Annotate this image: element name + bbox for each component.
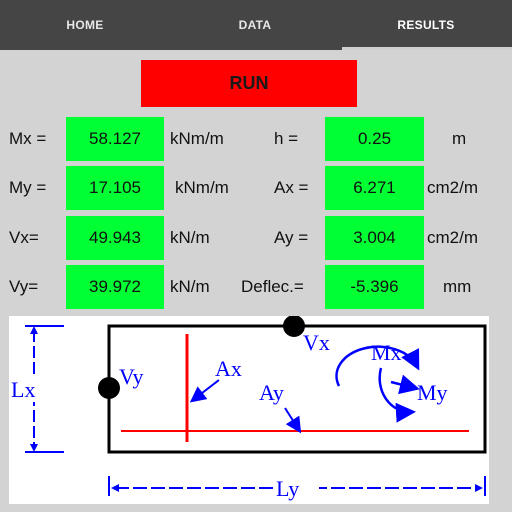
tab-bar: HOME DATA RESULTS: [0, 0, 512, 50]
ay-unit: cm2/m: [427, 228, 478, 247]
ly-label: Ly: [276, 476, 299, 501]
vy-label: Vy=: [9, 277, 39, 296]
h-label: h =: [274, 129, 299, 148]
my-value: 17.105: [66, 166, 164, 210]
tab-home[interactable]: HOME: [66, 18, 104, 32]
ay-symbol: Ay: [259, 380, 284, 405]
support-vx-dot: [283, 316, 305, 337]
mx-label: Mx =: [9, 129, 47, 148]
lx-dimension: Lx: [11, 325, 64, 453]
vx-value: 49.943: [66, 216, 164, 260]
mx-moment-arrow: [335, 345, 420, 387]
h-unit: m: [452, 129, 467, 148]
mx-unit: kNm/m: [170, 129, 224, 148]
tab-data[interactable]: DATA: [238, 18, 272, 32]
ay-value: 3.004: [325, 216, 424, 260]
lx-label: Lx: [11, 377, 35, 402]
slab-diagram-svg: Lx Vx Vy Ax Ay Mx My: [11, 316, 487, 502]
slab-diagram: Lx Vx Vy Ax Ay Mx My: [9, 316, 489, 504]
ax-value: 6.271: [325, 166, 424, 210]
ax-symbol: Ax: [215, 356, 242, 381]
ay-arrow: [284, 407, 302, 434]
vy-unit: kN/m: [170, 277, 210, 296]
vx-symbol: Vx: [303, 330, 330, 355]
vy-symbol: Vy: [119, 364, 143, 389]
h-value: 0.25: [325, 117, 424, 161]
deflection-value: -5.396: [325, 265, 424, 309]
deflection-label: Deflec.=: [241, 277, 304, 296]
active-tab-indicator: [342, 47, 512, 50]
vx-unit: kN/m: [170, 228, 210, 247]
my-unit: kNm/m: [175, 178, 229, 197]
mx-symbol: Mx: [371, 340, 402, 365]
ly-dimension: Ly: [108, 476, 486, 502]
my-moment-arrow: [378, 367, 416, 423]
tab-results[interactable]: RESULTS: [397, 18, 455, 32]
deflection-unit: mm: [443, 277, 472, 296]
ay-label: Ay =: [274, 228, 309, 247]
ax-label: Ax =: [274, 178, 309, 197]
run-button[interactable]: RUN: [141, 60, 357, 107]
my-direction-arrow: [390, 374, 420, 395]
mx-value: 58.127: [66, 117, 164, 161]
ax-unit: cm2/m: [427, 178, 478, 197]
my-label: My =: [9, 178, 47, 197]
vx-label: Vx=: [9, 228, 39, 247]
my-symbol: My: [417, 380, 448, 405]
support-vy-dot: [98, 377, 120, 399]
ax-arrow: [189, 379, 220, 403]
vy-value: 39.972: [66, 265, 164, 309]
